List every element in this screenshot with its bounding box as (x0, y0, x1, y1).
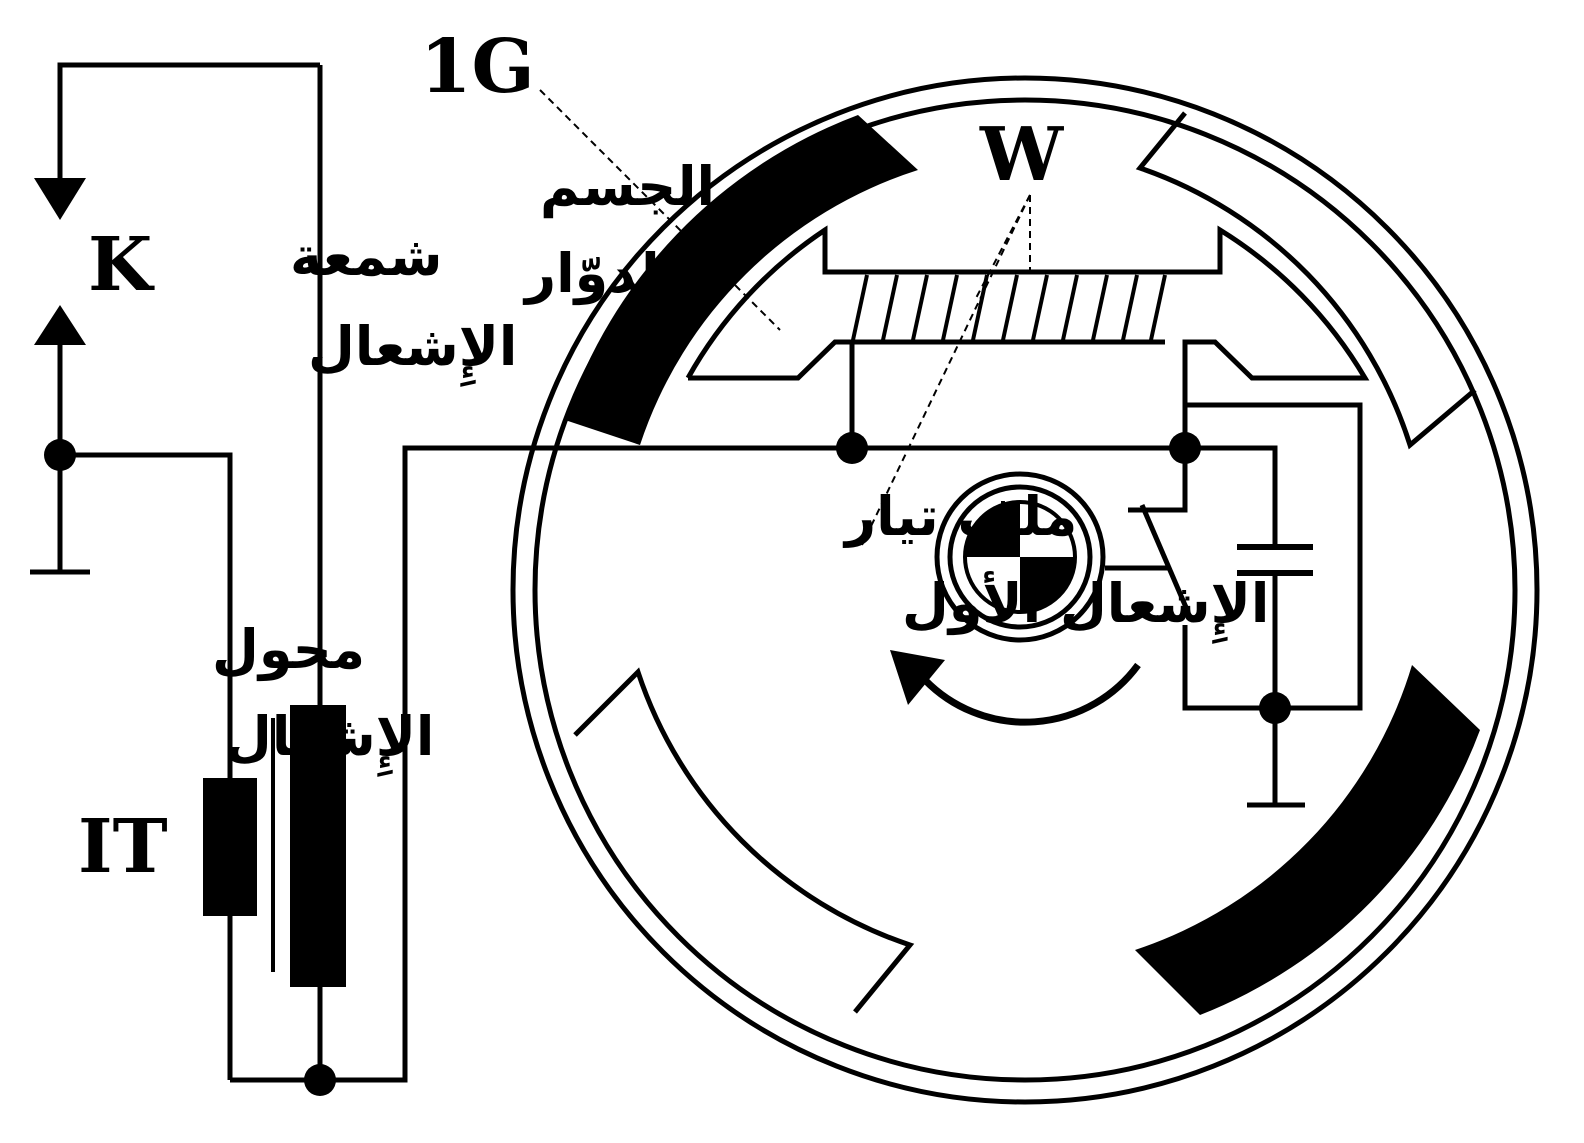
spark-plug-label-line2: الإِشعال (308, 315, 517, 388)
labels: K شمعة الإِشعال محول الإِشعال IT 1G الجس… (78, 24, 1269, 890)
leader-w-1 (974, 194, 1031, 301)
transformer-label-line1: محول (212, 618, 365, 681)
cam-quadrant (1020, 557, 1075, 612)
primary-coil-winding (851, 274, 1167, 341)
cam-outer-ring (934, 471, 1106, 643)
ignition-transformer (203, 445, 530, 1096)
housing-outer-ring (510, 75, 1540, 1105)
stator-core (685, 225, 1370, 711)
coil-label-line2: الإِشعال الأول (902, 571, 1269, 645)
junction-dot (304, 1064, 336, 1096)
primary-wire-left (60, 452, 233, 778)
pole-upper-right (1135, 111, 1477, 450)
breaker-circuit (530, 342, 1313, 808)
rotor-label-line1: الجسم (540, 155, 715, 218)
transformer-symbol: IT (78, 804, 168, 890)
pole-lower-left (573, 667, 915, 1014)
transformer-primary-winding (203, 778, 257, 916)
leader-lines (539, 89, 1031, 546)
stator-core-lower-edge (688, 339, 1165, 381)
leader-w-3 (861, 194, 1031, 546)
hv-wire-top (57, 62, 320, 180)
rotor-pole-pieces (573, 111, 1477, 1014)
rotation-arrowhead (890, 650, 945, 705)
cam-quadrant (965, 502, 1020, 557)
coil-label-line1: ملف تيار (842, 485, 1077, 548)
generator-housing (510, 75, 1540, 1105)
rotor-label-line2: الدوّار (522, 242, 678, 305)
cam-inner-ring (947, 484, 1093, 630)
breaker-contact-top (1128, 490, 1188, 513)
rotation-arrow (890, 650, 1141, 726)
transformer-label-line2: الإِشعال (225, 705, 434, 778)
cam-assembly (934, 471, 1106, 643)
magnet-lower-right (1135, 665, 1480, 1015)
spark-plug-label-line1: شمعة (290, 225, 443, 288)
spark-plug-upper-electrode (34, 178, 86, 220)
breaker-switch-arm (1139, 504, 1191, 613)
transformer-secondary-winding (290, 705, 346, 987)
generator-symbol: 1G (420, 24, 535, 110)
primary-bus (530, 445, 1278, 545)
junction-dot (1259, 692, 1291, 724)
stator-core-outline (685, 225, 1370, 711)
spark-plug-symbol: K (88, 222, 155, 308)
coil-symbol: W (979, 112, 1064, 198)
housing-inner-ring (532, 97, 1518, 1083)
rotation-arc (922, 662, 1141, 726)
magnet-upper-left (565, 115, 918, 445)
junction-dot (1169, 432, 1201, 464)
spark-plug-circuit (30, 62, 323, 778)
junction-dot (836, 432, 868, 464)
spark-plug-lower-electrode (34, 305, 86, 345)
leader-1g (539, 89, 781, 331)
